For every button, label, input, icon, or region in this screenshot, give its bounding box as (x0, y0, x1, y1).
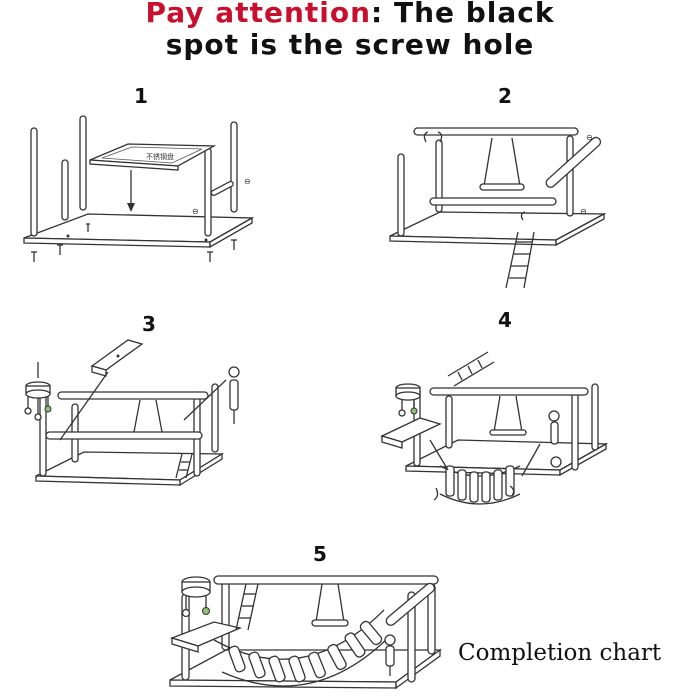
attention-label: Pay attention (145, 0, 372, 29)
svg-text:⊖: ⊖ (580, 207, 587, 216)
step-4-number: 4 (498, 308, 512, 332)
step-3-number: 3 (142, 312, 156, 336)
attention-title-line1: Pay attention: The black (0, 0, 700, 30)
step-2-number: 2 (498, 84, 512, 108)
step-1-number: 1 (134, 84, 148, 108)
step-5-top-perch (213, 575, 439, 585)
step-2-ladder (505, 231, 535, 289)
step-2-top-perch (413, 127, 579, 136)
step-5-feeder-cup (181, 576, 211, 618)
svg-text:⊖: ⊖ (192, 207, 199, 216)
step-2-swing (479, 183, 525, 191)
step-3-feeder-cup (24, 362, 52, 421)
svg-text:⊖: ⊖ (586, 133, 593, 142)
step-5-rope-bridge (213, 609, 389, 687)
step-4-rope-bridge (439, 465, 521, 505)
step-5-number: 5 (313, 542, 327, 566)
completion-chart-caption: Completion chart (458, 640, 662, 666)
step-3-hanging-toy (228, 366, 240, 424)
attention-text: : The black (371, 0, 555, 29)
svg-text:⊖: ⊖ (244, 177, 251, 186)
step-1-tray-label: 不锈钢盘 (146, 152, 174, 161)
attention-title-line2: spot is the screw hole (165, 28, 535, 61)
